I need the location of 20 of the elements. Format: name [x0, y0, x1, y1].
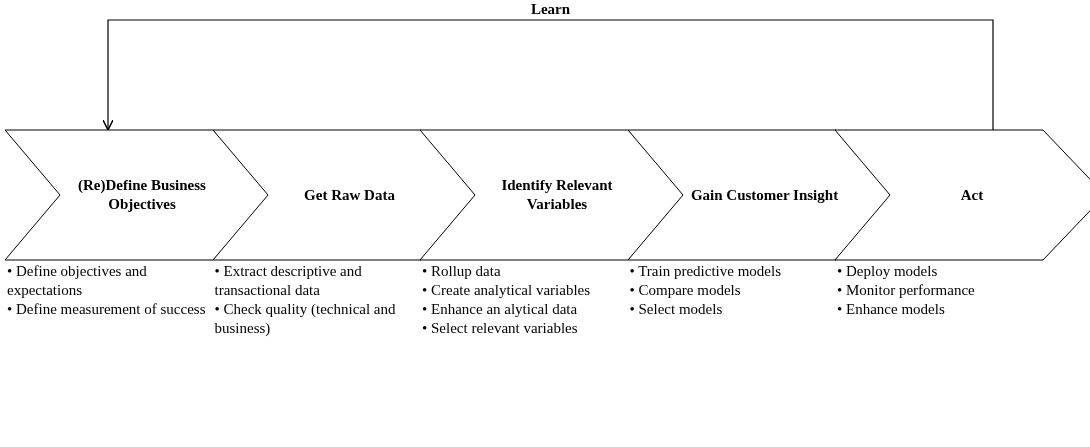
bullet-item: • Compare models	[629, 281, 742, 300]
bullet-item: • Deploy models	[837, 262, 939, 281]
bullet-item: • Select relevant variables	[422, 319, 579, 338]
feedback-arrow	[102, 19, 994, 131]
step-title: Get Raw Data	[304, 185, 395, 205]
bullet-item: • Check quality (technical and business)	[214, 300, 397, 338]
bullet-item: • Extract descriptive and transactional data	[214, 262, 363, 300]
bullet-item: • Train predictive models	[629, 262, 782, 281]
step-title: Act	[960, 185, 984, 205]
step-title: (Re)Define Business Objectives	[77, 176, 207, 214]
step-title: Identify Relevant Variables	[500, 176, 614, 214]
step-title: Gain Customer Insight	[690, 185, 839, 205]
bullet-item: • Enhance models	[837, 300, 946, 319]
bullet-item: • Monitor performance	[837, 281, 976, 300]
bullet-item: • Create analytical variables	[422, 281, 592, 300]
bullet-item: • Enhance an alytical data	[422, 300, 579, 319]
bullet-item: • Rollup data	[422, 262, 502, 281]
bullet-item: • Select models	[629, 300, 724, 319]
bullet-item: • Define measurement of success	[7, 300, 207, 319]
bullet-item: • Define objectives and expectations	[7, 262, 148, 300]
